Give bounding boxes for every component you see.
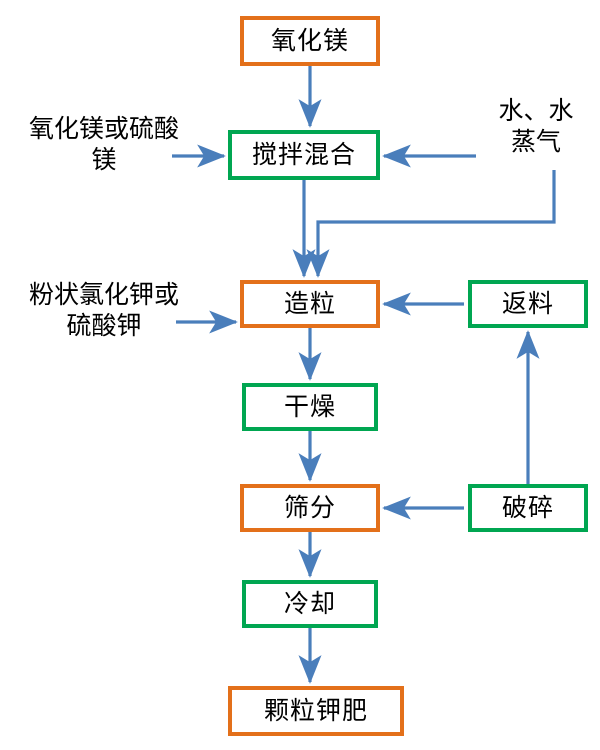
node-granular-potash[interactable]: 颗粒钾肥 (228, 686, 404, 736)
node-cooling[interactable]: 冷却 (242, 580, 378, 628)
label-kcl-or-k2so4: 粉状氯化钾或 硫酸钾 (28, 280, 179, 340)
label-water-steam: 水、水 蒸气 (498, 96, 574, 156)
label-mgo-or-mgso4: 氧化镁或硫酸 镁 (28, 114, 179, 174)
node-screening[interactable]: 筛分 (240, 484, 380, 532)
node-drying[interactable]: 干燥 (242, 383, 378, 431)
edge-water-to-granulation (306, 170, 556, 278)
node-return-material[interactable]: 返料 (468, 280, 588, 328)
node-granulation[interactable]: 造粒 (240, 280, 380, 328)
node-stir-mix[interactable]: 搅拌混合 (228, 130, 380, 180)
node-magnesium-oxide[interactable]: 氧化镁 (240, 16, 380, 66)
node-crushing[interactable]: 破碎 (468, 484, 588, 532)
